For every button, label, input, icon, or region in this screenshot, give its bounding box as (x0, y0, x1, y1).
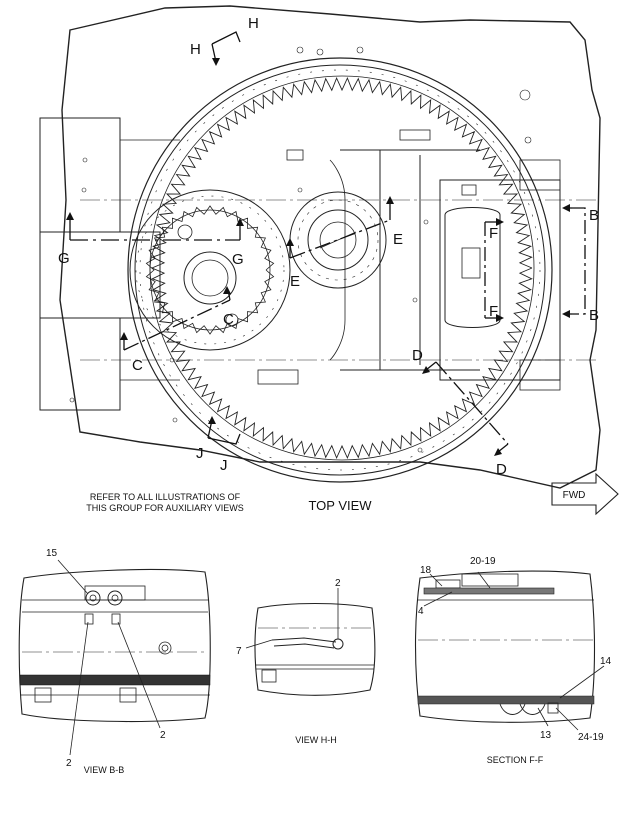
callout-20-19: 20-19 (470, 556, 496, 567)
section-arrows (66, 58, 570, 456)
fwd-arrow-icon (551, 472, 619, 516)
tube-line (271, 637, 337, 643)
auxiliary-note-line2: THIS GROUP FOR AUXILIARY VIEWS (86, 503, 244, 513)
section-b-label: B (589, 207, 599, 224)
bearing-bolt-circle (139, 69, 541, 471)
section-d-label: D (412, 347, 423, 364)
frame-outline (59, 5, 601, 489)
bearing-mid-ring (134, 64, 546, 476)
section-h-label: H (190, 41, 201, 58)
ring-gear-teeth (150, 76, 533, 460)
bearing-outer-ring (127, 57, 553, 483)
section-g-label: G (58, 250, 70, 267)
fwd-label: FWD (563, 490, 586, 501)
section-f-label: F (489, 303, 498, 320)
section-e-label: E (393, 231, 403, 248)
auxiliary-note-line1: REFER TO ALL ILLUSTRATIONS OF (90, 492, 241, 502)
view-hh-outline (254, 602, 376, 696)
view-hh-caption: VIEW H-H (295, 735, 337, 745)
section-f-label: F (489, 225, 498, 242)
callout-24-19: 24-19 (578, 732, 604, 743)
section-ff: 18 20-19 4 14 13 24-19 SECTION F-F (414, 556, 612, 765)
section-j-label: J (196, 445, 204, 462)
view-bb: 15 2 2 VIEW B-B (18, 548, 211, 775)
section-ff-caption: SECTION F-F (487, 755, 544, 765)
callout-13: 13 (540, 730, 552, 741)
callout-2: 2 (160, 730, 166, 741)
section-ff-outline (414, 570, 596, 723)
section-cut-lines (69, 31, 586, 453)
section-ff-shim (423, 587, 555, 595)
swing-drive-flange (129, 189, 291, 351)
top-view-title: TOP VIEW (308, 498, 372, 513)
view-bb-caption: VIEW B-B (84, 765, 125, 775)
top-view: H H B B G G E E F F C C D D J J REFER TO… (39, 5, 619, 516)
callout-2: 2 (335, 578, 341, 589)
section-e-label: E (290, 273, 300, 290)
swing-motor-hub (183, 251, 237, 305)
section-c-label: C (223, 311, 234, 328)
callout-14: 14 (600, 656, 612, 667)
view-bb-plate (19, 674, 211, 686)
left-rail-bottom (39, 317, 121, 411)
section-h-label: H (248, 15, 259, 32)
view-bb-outline (18, 568, 211, 723)
section-b-label: B (589, 307, 599, 324)
bolt-holes (69, 46, 532, 453)
swivel-center (319, 221, 357, 259)
view-hh: 2 7 VIEW H-H (236, 578, 376, 745)
callout-18: 18 (420, 565, 432, 576)
callout-7: 7 (236, 646, 242, 657)
section-c-label: C (132, 357, 143, 374)
pinion-teeth (145, 205, 275, 335)
left-rail-lower (39, 231, 161, 319)
left-rail-upper (39, 117, 121, 233)
callout-2: 2 (66, 758, 72, 769)
callout-15: 15 (46, 548, 58, 559)
section-d-label: D (496, 461, 507, 478)
section-ff-bottom-plate (417, 695, 595, 705)
section-g-label: G (232, 251, 244, 268)
callout-4: 4 (418, 606, 424, 617)
section-j-label: J (220, 457, 228, 474)
